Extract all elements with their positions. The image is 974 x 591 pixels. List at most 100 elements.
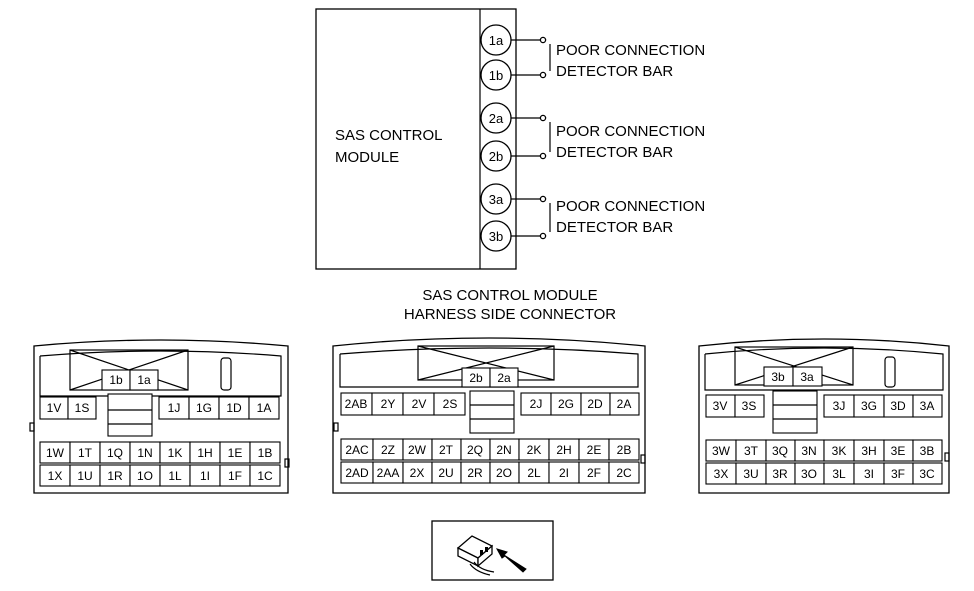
svg-text:1O: 1O [137, 469, 153, 483]
connector-2-label-right: 2a [497, 371, 511, 385]
svg-text:1A: 1A [257, 401, 272, 415]
svg-text:1X: 1X [48, 469, 63, 483]
connector-3-row-1-right: 3J 3G 3D 3A [823, 394, 943, 418]
svg-text:3U: 3U [743, 467, 758, 481]
svg-text:3K: 3K [832, 444, 847, 458]
svg-text:1J: 1J [168, 401, 181, 415]
svg-text:3I: 3I [864, 467, 874, 481]
svg-text:3R: 3R [772, 467, 788, 481]
connector-3-label-right: 3a [800, 370, 814, 384]
svg-text:2b: 2b [489, 149, 503, 164]
svg-text:1F: 1F [228, 469, 242, 483]
svg-text:2W: 2W [408, 443, 427, 457]
connector-1-label-right: 1a [137, 373, 151, 387]
svg-text:1T: 1T [78, 446, 93, 460]
svg-text:1G: 1G [196, 401, 212, 415]
svg-text:2N: 2N [496, 443, 511, 457]
svg-text:1V: 1V [47, 401, 62, 415]
svg-text:2L: 2L [527, 466, 541, 480]
terminal-1a: 1a [480, 24, 512, 56]
svg-text:2Z: 2Z [381, 443, 395, 457]
svg-text:2G: 2G [558, 397, 574, 411]
svg-text:2X: 2X [410, 466, 425, 480]
svg-text:2I: 2I [559, 466, 569, 480]
svg-text:1N: 1N [137, 446, 152, 460]
svg-text:2B: 2B [617, 443, 632, 457]
svg-text:1S: 1S [75, 401, 90, 415]
connector-2: 2b 2a 2AB 2Y 2V 2S 2J 2G 2D 2A 2AC 2Z 2W… [332, 337, 646, 494]
svg-text:2T: 2T [439, 443, 454, 457]
svg-text:3X: 3X [714, 467, 729, 481]
terminal-3a: 3a [480, 183, 512, 215]
svg-text:1R: 1R [107, 469, 123, 483]
svg-text:3Q: 3Q [772, 444, 788, 458]
svg-text:1C: 1C [257, 469, 273, 483]
svg-text:3S: 3S [742, 399, 757, 413]
detector-label-2b: DETECTOR BAR [556, 144, 673, 161]
detector-label-1a: POOR CONNECTION [556, 42, 705, 59]
svg-text:1L: 1L [168, 469, 182, 483]
connector-1-row-1-left: 1V 1S [39, 396, 97, 420]
connector-3-row-1-left: 3V 3S [705, 394, 765, 418]
svg-text:3W: 3W [712, 444, 731, 458]
svg-text:2J: 2J [530, 397, 543, 411]
detector-label-3b: DETECTOR BAR [556, 219, 673, 236]
svg-text:2AC: 2AC [345, 443, 369, 457]
svg-text:2AA: 2AA [377, 466, 400, 480]
svg-text:2Y: 2Y [381, 397, 396, 411]
svg-text:3O: 3O [801, 467, 817, 481]
svg-text:2AB: 2AB [345, 397, 368, 411]
svg-text:2C: 2C [616, 466, 632, 480]
svg-text:1a: 1a [489, 33, 504, 48]
terminal-2a: 2a [480, 102, 512, 134]
svg-text:2E: 2E [587, 443, 602, 457]
terminal-2b: 2b [480, 140, 512, 172]
svg-text:3D: 3D [890, 399, 906, 413]
svg-text:3E: 3E [891, 444, 906, 458]
connector-1-row-3: 1X 1U 1R 1O 1L 1I 1F 1C [39, 464, 281, 487]
svg-text:3T: 3T [744, 444, 759, 458]
svg-text:2H: 2H [556, 443, 571, 457]
svg-text:2D: 2D [587, 397, 603, 411]
svg-text:2R: 2R [467, 466, 483, 480]
svg-text:1B: 1B [258, 446, 273, 460]
connector-2-label-left: 2b [469, 371, 483, 385]
connector-title-line2: HARNESS SIDE CONNECTOR [404, 306, 616, 323]
svg-text:3A: 3A [920, 399, 935, 413]
svg-text:2A: 2A [617, 397, 632, 411]
svg-text:2U: 2U [438, 466, 453, 480]
connector-1-row-1-right: 1J 1G 1D 1A [158, 396, 280, 420]
svg-text:3N: 3N [801, 444, 816, 458]
svg-text:3a: 3a [489, 192, 504, 207]
svg-text:3G: 3G [861, 399, 877, 413]
svg-text:2O: 2O [496, 466, 512, 480]
module-label-line2: MODULE [335, 149, 399, 166]
detector-label-2a: POOR CONNECTION [556, 123, 705, 140]
sas-control-module: SAS CONTROL MODULE 1a 1b 2a 2b 3a 3b [315, 8, 705, 270]
svg-text:3H: 3H [861, 444, 876, 458]
connector-2-row-2: 2AC 2Z 2W 2T 2Q 2N 2K 2H 2E 2B [340, 438, 640, 461]
svg-text:1K: 1K [168, 446, 183, 460]
svg-text:1D: 1D [226, 401, 242, 415]
detector-bar-1 [511, 36, 551, 79]
connector-3-row-3: 3X 3U 3R 3O 3L 3I 3F 3C [705, 462, 943, 485]
connector-2-row-1-left: 2AB 2Y 2V 2S [340, 392, 466, 416]
connector-3-row-2: 3W 3T 3Q 3N 3K 3H 3E 3B [705, 439, 943, 462]
detector-label-1b: DETECTOR BAR [556, 63, 673, 80]
svg-text:2V: 2V [412, 397, 427, 411]
svg-text:2a: 2a [489, 111, 504, 126]
svg-text:1I: 1I [200, 469, 210, 483]
svg-text:1U: 1U [77, 469, 92, 483]
detector-bar-3 [511, 195, 551, 240]
connector-1-row-2: 1W 1T 1Q 1N 1K 1H 1E 1B [39, 441, 281, 464]
svg-text:2F: 2F [587, 466, 601, 480]
svg-text:3V: 3V [713, 399, 728, 413]
svg-text:2K: 2K [527, 443, 542, 457]
svg-text:1E: 1E [228, 446, 243, 460]
svg-text:3J: 3J [833, 399, 846, 413]
module-label-line1: SAS CONTROL [335, 127, 443, 144]
connector-3-label-left: 3b [771, 370, 785, 384]
svg-text:3B: 3B [920, 444, 935, 458]
svg-text:3L: 3L [832, 467, 846, 481]
connector-title-line1: SAS CONTROL MODULE [422, 287, 597, 304]
